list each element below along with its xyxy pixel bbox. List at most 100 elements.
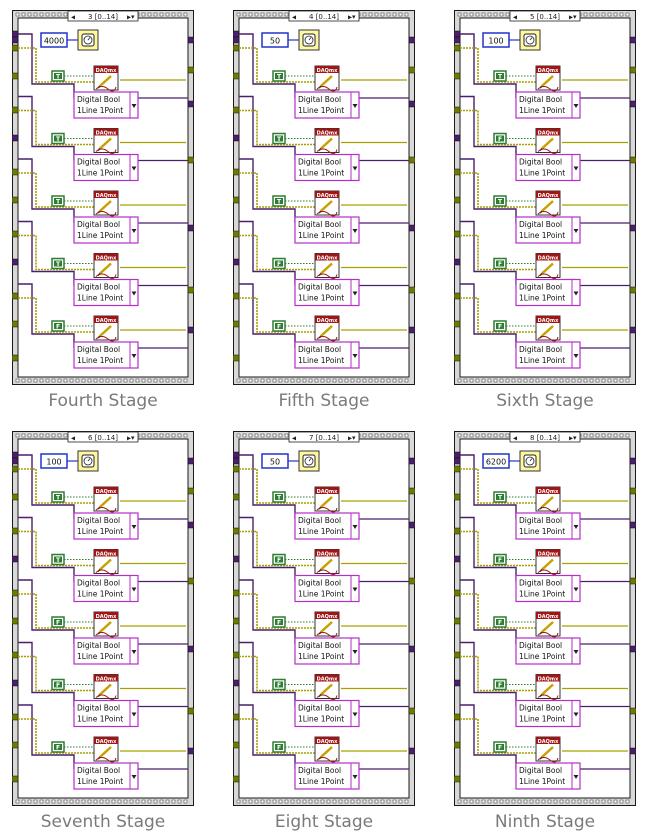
chevron-down-icon[interactable]: [573, 650, 579, 654]
boolean-constant[interactable]: F: [493, 553, 507, 566]
chevron-down-icon[interactable]: [131, 166, 137, 171]
chevron-down-icon[interactable]: [131, 104, 137, 108]
chevron-down-icon[interactable]: [573, 166, 579, 171]
daqmx-write-vi[interactable]: DAQmx: [314, 190, 340, 217]
selector-dropdown-icon[interactable]: ▾: [131, 434, 135, 442]
daqmx-write-vi[interactable]: DAQmx: [535, 190, 561, 217]
case-selector[interactable]: ◂3 [0..14]▸▾: [67, 10, 139, 22]
wait-ms-constant[interactable]: 100: [40, 453, 68, 469]
daqmx-write-vi[interactable]: DAQmx: [314, 65, 340, 92]
chevron-down-icon[interactable]: [131, 650, 137, 654]
case-selector[interactable]: ◂4 [0..14]▸▾: [288, 10, 360, 22]
chevron-down-icon[interactable]: [573, 712, 579, 717]
chevron-down-icon[interactable]: [352, 712, 358, 717]
boolean-constant[interactable]: F: [272, 741, 286, 753]
boolean-constant[interactable]: T: [493, 70, 507, 82]
selector-right-arrow-icon[interactable]: ▸: [127, 434, 131, 443]
selector-right-arrow-icon[interactable]: ▸: [348, 13, 352, 22]
boolean-constant[interactable]: F: [51, 741, 65, 753]
daqmx-write-vi[interactable]: DAQmx: [314, 736, 340, 763]
boolean-constant[interactable]: F: [493, 320, 507, 332]
wait-ms-constant[interactable]: 100: [482, 32, 510, 48]
daqmx-write-vi[interactable]: DAQmx: [314, 674, 340, 701]
chevron-down-icon[interactable]: [352, 166, 358, 171]
boolean-constant[interactable]: T: [493, 195, 507, 207]
daqmx-write-vi[interactable]: DAQmx: [93, 486, 119, 513]
wait-ms-constant[interactable]: 50: [261, 453, 289, 469]
case-selector[interactable]: ◂6 [0..14]▸▾: [67, 431, 139, 443]
boolean-constant[interactable]: F: [493, 132, 507, 145]
boolean-constant[interactable]: F: [51, 320, 65, 332]
boolean-constant[interactable]: F: [493, 741, 507, 753]
daqmx-write-vi[interactable]: DAQmx: [314, 253, 340, 280]
daqmx-write-vi[interactable]: DAQmx: [93, 128, 119, 155]
boolean-constant[interactable]: T: [51, 257, 65, 270]
chevron-down-icon[interactable]: [573, 354, 579, 358]
boolean-constant[interactable]: T: [51, 132, 65, 145]
chevron-down-icon[interactable]: [131, 587, 137, 592]
chevron-down-icon[interactable]: [131, 712, 137, 717]
boolean-constant[interactable]: T: [272, 195, 286, 207]
chevron-down-icon[interactable]: [131, 229, 137, 233]
daqmx-write-vi[interactable]: DAQmx: [93, 65, 119, 92]
chevron-down-icon[interactable]: [352, 775, 358, 779]
wait-ms-constant[interactable]: 4000: [40, 32, 68, 48]
wait-function[interactable]: [519, 450, 541, 472]
boolean-constant[interactable]: F: [51, 678, 65, 691]
chevron-down-icon[interactable]: [573, 104, 579, 108]
daqmx-write-vi[interactable]: DAQmx: [314, 128, 340, 155]
daqmx-write-vi[interactable]: DAQmx: [314, 611, 340, 638]
chevron-down-icon[interactable]: [573, 229, 579, 233]
daqmx-write-vi[interactable]: DAQmx: [314, 315, 340, 342]
daqmx-write-vi[interactable]: DAQmx: [314, 486, 340, 513]
daqmx-write-vi[interactable]: DAQmx: [535, 674, 561, 701]
selector-right-arrow-icon[interactable]: ▸: [569, 13, 573, 22]
boolean-constant[interactable]: T: [493, 491, 507, 503]
case-selector[interactable]: ◂8 [0..14]▸▾: [509, 431, 581, 443]
selector-dropdown-icon[interactable]: ▾: [573, 13, 577, 21]
daqmx-write-vi[interactable]: DAQmx: [93, 611, 119, 638]
chevron-down-icon[interactable]: [573, 775, 579, 779]
chevron-down-icon[interactable]: [131, 525, 137, 529]
chevron-down-icon[interactable]: [573, 525, 579, 529]
boolean-constant[interactable]: F: [493, 257, 507, 270]
daqmx-write-vi[interactable]: DAQmx: [93, 253, 119, 280]
wait-ms-constant[interactable]: 50: [261, 32, 289, 48]
boolean-constant[interactable]: F: [51, 616, 65, 628]
daqmx-write-vi[interactable]: DAQmx: [535, 315, 561, 342]
wait-function[interactable]: [519, 29, 541, 51]
boolean-constant[interactable]: T: [51, 195, 65, 207]
boolean-constant[interactable]: F: [493, 616, 507, 628]
case-selector[interactable]: ◂7 [0..14]▸▾: [288, 431, 360, 443]
wait-function[interactable]: [77, 450, 99, 472]
wait-function[interactable]: [77, 29, 99, 51]
wait-ms-constant[interactable]: 6200: [482, 453, 510, 469]
selector-left-arrow-icon[interactable]: ◂: [513, 13, 517, 22]
boolean-constant[interactable]: F: [272, 678, 286, 691]
case-selector[interactable]: ◂5 [0..14]▸▾: [509, 10, 581, 22]
chevron-down-icon[interactable]: [131, 775, 137, 779]
selector-left-arrow-icon[interactable]: ◂: [71, 434, 75, 443]
wait-function[interactable]: [298, 450, 320, 472]
selector-right-arrow-icon[interactable]: ▸: [348, 434, 352, 443]
